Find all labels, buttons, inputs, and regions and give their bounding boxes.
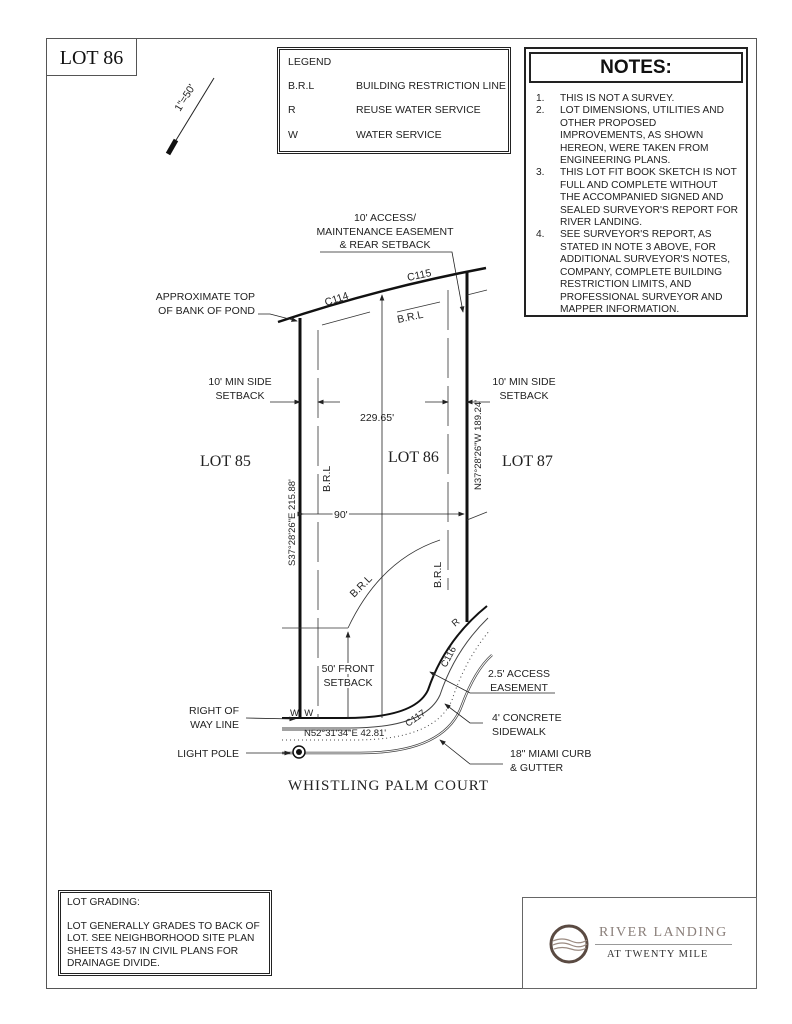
lot-86-label: LOT 86 [388,449,439,466]
curve-c114: C114 [323,290,350,309]
brl-label-right: B.R.L [432,562,444,588]
notes-panel: NOTES: 1.THIS IS NOT A SURVEY. 2.LOT DIM… [524,47,748,317]
sheet-border [46,38,757,989]
note-item: 4.SEE SURVEYOR'S REPORT, AS STATED IN NO… [536,229,731,315]
grading-text: LOT GENERALLY GRADES TO BACK OF LOT. SEE… [67,920,260,970]
note-item: 2.LOT DIMENSIONS, UTILITIES AND OTHER PR… [536,105,724,167]
logo-line2: AT TWENTY MILE [607,949,709,960]
note-item: 3.THIS LOT FIT BOOK SKETCH IS NOT FULL A… [536,167,739,229]
grading-title: LOT GRADING: [67,897,140,908]
street-name: WHISTLING PALM COURT [288,778,489,794]
water-service-marks: W W [290,708,313,719]
lot-85-label: LOT 85 [200,453,251,470]
river-landing-logo-icon [549,924,589,964]
logo-line1: RIVER LANDING [599,925,728,940]
rear-lot-line [277,266,487,324]
note-item: 1.THIS IS NOT A SURVEY. [536,93,675,104]
brl-label-front: B.R.L [348,573,375,600]
lot-tag: LOT 86 [46,38,137,76]
bearing-right: N37°28'26"W 189.24' [473,400,484,490]
brl-label-left: B.R.L [321,466,333,492]
brl-label-rear: B.R.L [396,309,424,326]
depth-dimension: 229.65' [360,412,394,424]
notes-title: NOTES: [529,52,743,83]
scale-label: 1"=50' [172,82,198,113]
bearing-front: N52°31'34"E 42.81' [304,728,386,739]
curb-label: 18" MIAMI CURB& GUTTER [510,748,591,774]
notes-list: 1.THIS IS NOT A SURVEY. 2.LOT DIMENSIONS… [536,93,740,316]
width-dimension: 90' [334,509,348,521]
curve-c115: C115 [406,267,432,284]
bearing-left: S37°28'26"E 215.88' [287,479,298,566]
reuse-service-mark: R [450,616,462,629]
curve-c117: C117 [403,708,427,730]
north-arrow-icon [165,77,215,156]
curve-c116: C116 [439,645,459,670]
light-pole-label: LIGHT POLE [177,748,239,760]
rear-easement-label: 10' ACCESS/MAINTENANCE EASEMENT& REAR SE… [316,212,454,251]
front-lot-line [282,605,488,719]
light-pole-icon [292,745,306,759]
lot-87-label: LOT 87 [502,453,553,470]
lot-grading-panel: LOT GRADING: LOT GENERALLY GRADES TO BAC… [58,890,272,976]
logo-panel: RIVER LANDING AT TWENTY MILE [522,897,757,989]
